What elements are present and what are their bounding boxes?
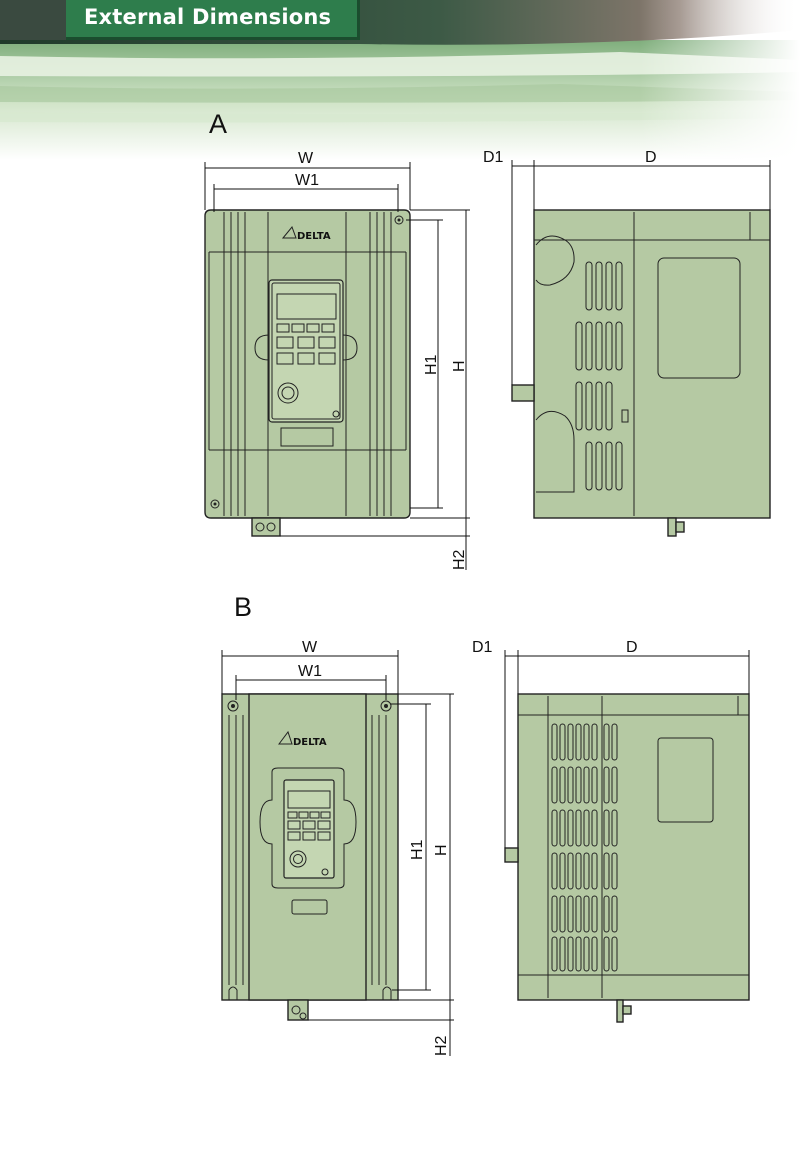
header-title-box bbox=[66, 0, 360, 40]
dim-b-d: D bbox=[626, 639, 638, 656]
figure-b-side-view bbox=[504, 693, 750, 1023]
figure-b-front-view: DELTA bbox=[221, 693, 399, 1021]
dim-a-d1: D1 bbox=[483, 149, 504, 166]
dim-a-d: D bbox=[645, 149, 657, 166]
figure-b: B bbox=[221, 592, 750, 1056]
figure-b-dimensions: W W1 H1 H H2 D1 D bbox=[221, 639, 750, 1056]
figure-a: A bbox=[204, 109, 771, 570]
dim-a-h2: H2 bbox=[451, 549, 468, 570]
dim-a-h: H bbox=[451, 360, 468, 372]
page-title: External Dimensions bbox=[84, 5, 332, 29]
dim-a-w: W bbox=[298, 150, 314, 167]
dim-b-d1: D1 bbox=[472, 639, 493, 656]
dim-a-h1: H1 bbox=[423, 354, 440, 375]
figure-a-front-view: DELTA bbox=[204, 209, 411, 537]
header-banner bbox=[0, 0, 800, 160]
dim-b-h: H bbox=[433, 844, 450, 856]
figure-a-dimensions: W W1 H1 H H2 D1 D bbox=[204, 149, 771, 570]
dim-b-w: W bbox=[302, 639, 318, 656]
figure-a-side-view bbox=[511, 209, 771, 537]
dim-a-w1: W1 bbox=[295, 172, 319, 189]
figure-a-label: A bbox=[209, 109, 227, 139]
dim-b-h1: H1 bbox=[409, 839, 426, 860]
figure-a-brand-logo: DELTA bbox=[297, 231, 331, 242]
figure-b-label: B bbox=[234, 592, 252, 622]
figure-a-vent-slots bbox=[575, 261, 623, 491]
dim-b-w1: W1 bbox=[298, 663, 322, 680]
figure-b-vent-slots bbox=[551, 723, 618, 972]
figure-b-brand-logo: DELTA bbox=[293, 737, 327, 748]
dim-b-h2: H2 bbox=[433, 1035, 450, 1056]
